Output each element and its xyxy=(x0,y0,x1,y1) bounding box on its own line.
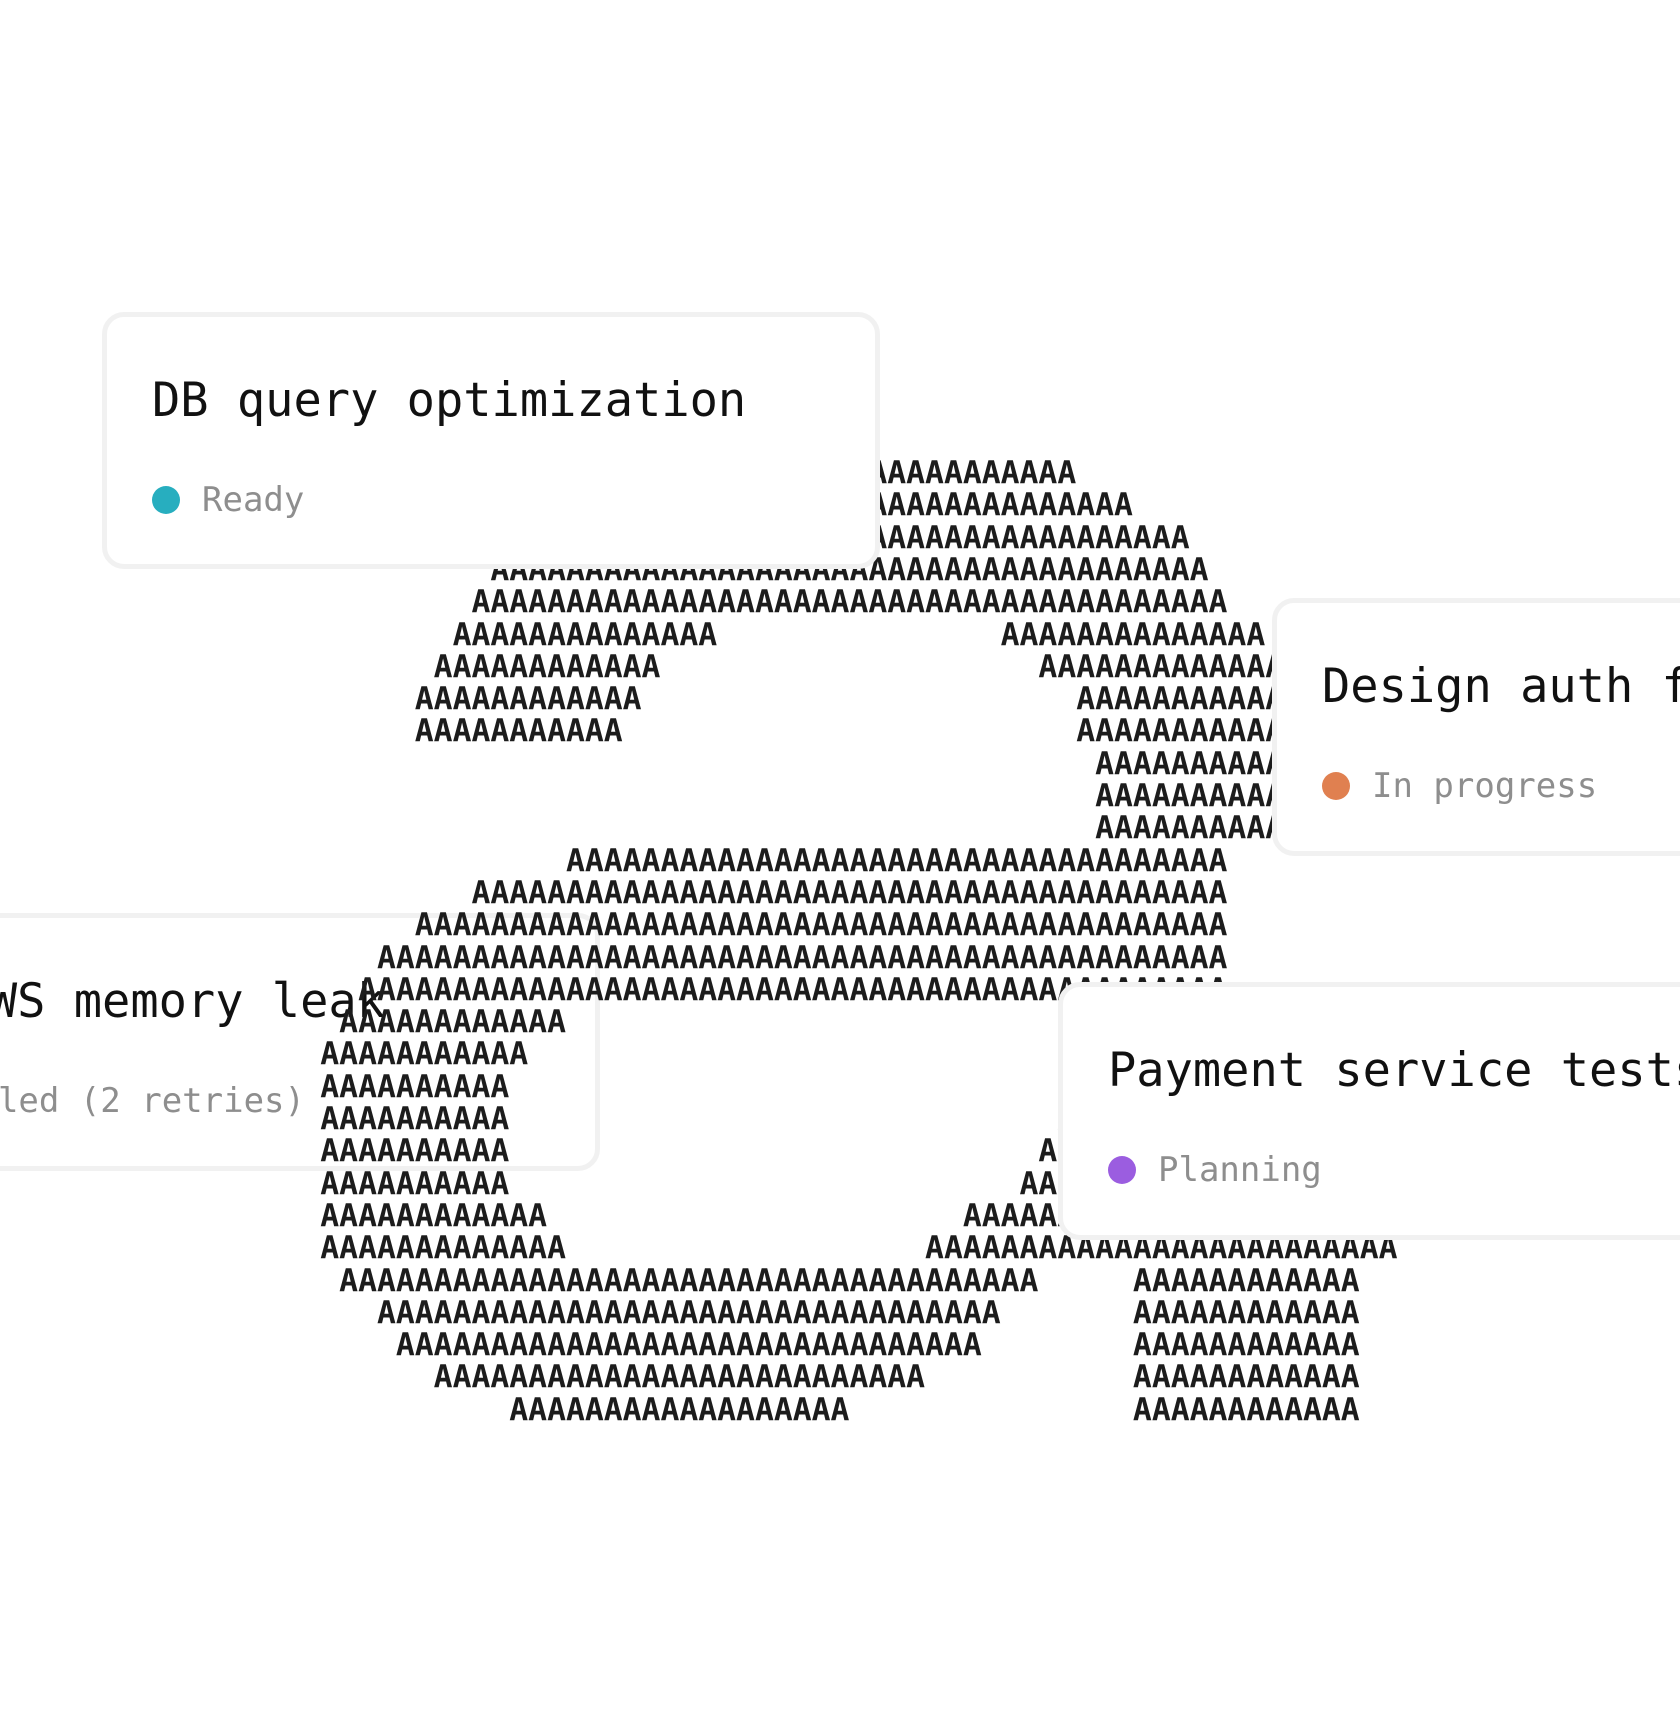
ascii-art-row: AAAAAAAAAA xyxy=(0,745,1285,782)
task-title: Payment service tests xyxy=(1108,1043,1680,1098)
ascii-art-row: AAAAAAAAAAAAAAAAAAAAAAAAAAAAAAA AAAAAAAA… xyxy=(0,1327,1360,1364)
status-dot-icon xyxy=(1108,1156,1136,1184)
status-dot-icon xyxy=(1322,772,1350,800)
task-status: Ready xyxy=(152,483,304,517)
ascii-art-row: AAAAAAAAAAAA AAAAAAAAAAAAA xyxy=(0,648,1285,685)
ascii-art-row: AAAAAAAAAAAA AAAAAAAAAAA xyxy=(0,681,1285,718)
task-status: Planning xyxy=(1108,1153,1322,1187)
ascii-art-row: AAAAAAAAAAAAAAAAAAAAAAAAAAAAAAAAAAAAAAAA… xyxy=(0,907,1228,944)
ascii-art-row: AAAAAAAAAAA AAAAAAAAAAA xyxy=(0,713,1285,750)
task-title: WS memory leak xyxy=(0,974,385,1029)
task-title: DB query optimization xyxy=(152,373,747,428)
status-label: Failed (2 retries) xyxy=(0,1081,305,1121)
status-label: Ready xyxy=(202,480,305,520)
task-status: In progress xyxy=(1322,769,1597,803)
task-status: Failed (2 retries) xyxy=(0,1084,305,1118)
ascii-art-row: AAAAAAAAAAAAAAAAAAAAAAAAAAAAAAAAA AAAAAA… xyxy=(0,1294,1360,1331)
task-title: Design auth f xyxy=(1322,659,1680,714)
task-card-design-auth[interactable]: Design auth f In progress xyxy=(1272,598,1680,856)
ascii-art-row: AAAAAAAAAAAAAAAAAAAAAAAAAA AAAAAAAAAAAA xyxy=(0,1359,1360,1396)
status-dot-icon xyxy=(152,486,180,514)
ascii-art-row: AAAAAAAAAAAAAAAAAAAAAAAAAAAAAAAAAAAAAAAA… xyxy=(0,939,1228,976)
ascii-art-row: AAAAAAAAAAA xyxy=(0,810,1304,847)
ascii-art-row: AAAAAAAAAAAAAAAAAA AAAAAAAAAAAA xyxy=(0,1391,1360,1428)
ascii-art-row: AAAAAAAAAAAAAAAAAAAAAAAAAAAAAAAAAAA xyxy=(0,842,1228,879)
task-card-ws-memory-leak[interactable]: WS memory leak Failed (2 retries) xyxy=(0,913,600,1171)
task-card-payment-service-tests[interactable]: Payment service tests Planning xyxy=(1058,982,1680,1240)
ascii-art-row: AAAAAAAAAAAAAAAAAAAAAAAAAAAAAAAAAAAAAAAA xyxy=(0,874,1228,911)
task-card-db-query-optimization[interactable]: DB query optimization Ready xyxy=(102,312,880,569)
status-label: Planning xyxy=(1158,1150,1322,1190)
ascii-art-row: AAAAAAAAAAA xyxy=(0,778,1304,814)
ascii-art-row: AAAAAAAAAAAAAAAAAAAAAAAAAAAAAAAAAAAAAAAA xyxy=(0,584,1228,621)
ascii-art-row: AAAAAAAAAAAAAAAAAAAAAAAAAAAAAAAAAAAAA AA… xyxy=(0,1262,1360,1299)
ascii-art-row: AAAAAAAAAAAAAAAAAAAAAAAAAAAAAAAAAAAAAAAA… xyxy=(0,971,1228,1008)
ascii-art-row: AAAAAAAAAAAAAA AAAAAAAAAAAAAA xyxy=(0,616,1266,653)
status-label: In progress xyxy=(1372,766,1598,806)
